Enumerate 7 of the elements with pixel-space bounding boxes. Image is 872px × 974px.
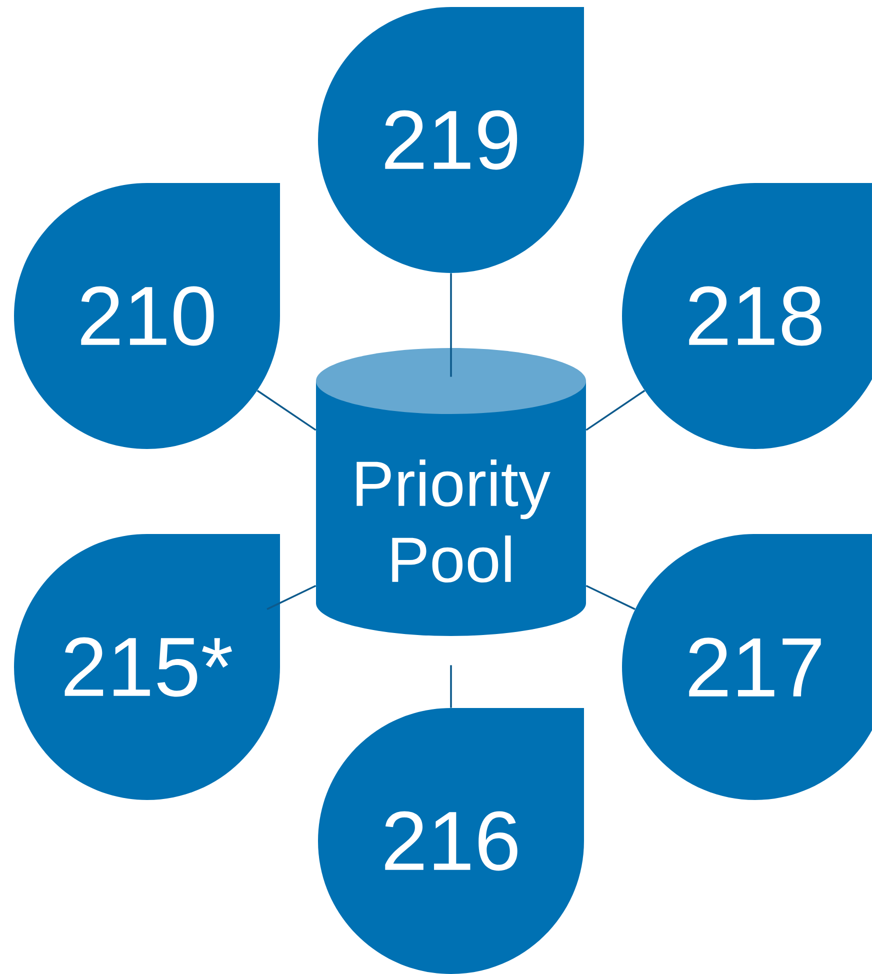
connector-line (450, 273, 452, 377)
connector-line (586, 390, 646, 431)
connector-line (450, 665, 452, 708)
connector-line (266, 584, 316, 610)
database-cylinder: Priority Pool (316, 348, 586, 636)
connector-line (586, 584, 636, 610)
connector-line (256, 390, 316, 431)
